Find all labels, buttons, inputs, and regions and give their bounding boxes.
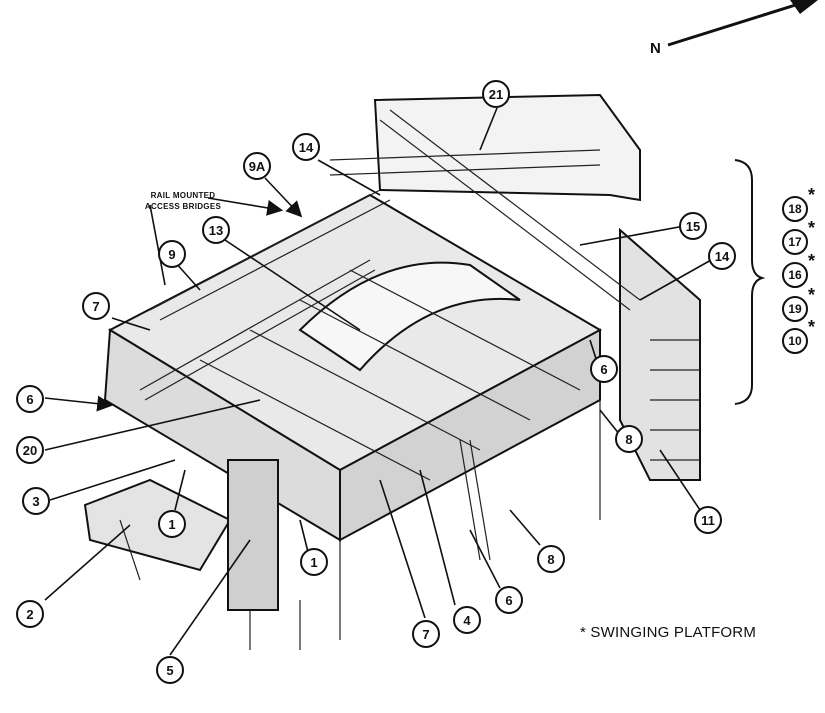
callout-4: 4 [453,606,481,634]
truss-lines [119,109,700,650]
rail-mounted-access-bridges-label: RAIL MOUNTED ACCESS BRIDGES [128,190,238,212]
swinging-platform-brace [734,159,766,405]
callout-11: 11 [694,506,722,534]
swinging-marker-19: * [808,285,816,305]
callout-6-lower: 6 [495,586,523,614]
callout-1-right: 1 [300,548,328,576]
legend-note: * SWINGING PLATFORM [580,624,757,641]
callout-10-swinging: 10 [782,328,808,354]
callout-8-right: 8 [615,425,643,453]
main-frame [83,93,701,611]
callout-14-right: 14 [708,242,736,270]
callout-6-left: 6 [16,385,44,413]
callout-5: 5 [156,656,184,684]
callout-6-right: 6 [590,355,618,383]
swinging-marker-17: * [808,218,816,238]
callout-3: 3 [22,487,50,515]
callout-16-swinging: 16 [782,262,808,288]
callout-20: 20 [16,436,44,464]
callout-14-upper: 14 [292,133,320,161]
callout-13: 13 [202,216,230,244]
callout-7-upper: 7 [82,292,110,320]
callout-1-left: 1 [158,510,186,538]
callout-8-lower: 8 [537,545,565,573]
rail-label-line-2: ACCESS BRIDGES [144,202,222,211]
callout-2: 2 [16,600,44,628]
swinging-marker-10: * [808,317,816,337]
rail-label-line-1: RAIL MOUNTED [150,191,216,200]
callout-7-lower: 7 [412,620,440,648]
north-arrow-icon [667,0,818,47]
callout-17-swinging: 17 [782,229,808,255]
callout-9a: 9A [243,152,271,180]
swinging-marker-18: * [808,185,816,205]
callout-21: 21 [482,80,510,108]
callout-18-swinging: 18 [782,196,808,222]
swinging-marker-16: * [808,251,816,271]
north-label: N [650,40,661,57]
callout-15: 15 [679,212,707,240]
callout-9: 9 [158,240,186,268]
callout-19-swinging: 19 [782,296,808,322]
leader-lines [44,107,721,656]
